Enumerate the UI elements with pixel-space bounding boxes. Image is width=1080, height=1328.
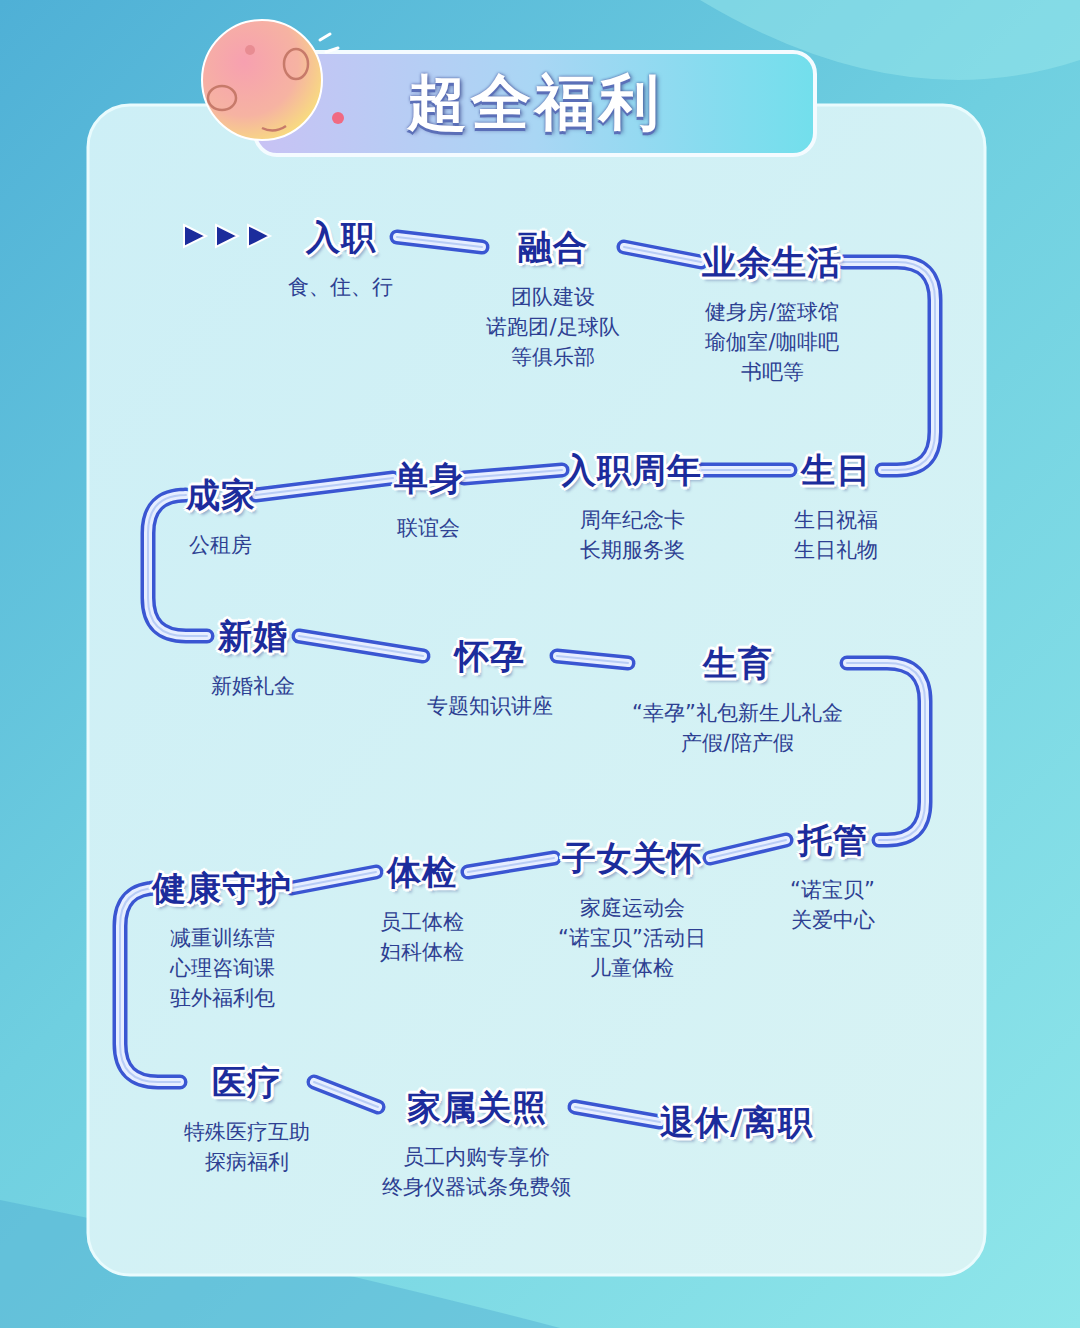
milestone-node: 单身联谊会 [393,457,464,543]
road-connector [847,663,925,840]
road-connector [624,247,701,262]
road-connector [464,470,562,478]
title-text: 超全福利 [255,52,815,155]
milestone-node: 健康守护减重训练营 心理咨询课 驻外福利包 [152,867,292,1013]
road-connector [256,478,393,495]
milestone-title: 子女关怀 [554,837,710,879]
milestone-detail: 周年纪念卡 长期服务奖 [576,505,689,565]
milestone-node: 生育 “幸孕”礼包新生儿礼金 产假/陪产假 [628,642,847,758]
milestone-title: 入职周年 [562,449,702,491]
road-connector [575,1107,660,1122]
milestone-title: 退休/离职 [660,1101,813,1143]
road-connector [120,888,180,1082]
road-connector [702,470,790,471]
milestone-node: 退休/离职 [660,1101,813,1143]
road-connector [299,636,423,656]
milestone-detail: 员工体检 妇科体检 [376,907,468,967]
milestone-detail: 食、住、行 [284,272,397,302]
milestone-title: 健康守护 [152,867,292,909]
milestone-detail: 公租房 [185,530,256,560]
milestone-node: 入职周年周年纪念卡 长期服务奖 [562,449,702,565]
milestone-title: 托管 [786,819,879,861]
milestone-title: 生育 [628,642,847,684]
milestone-node: 融合团队建设 诺跑团/足球队 等俱乐部 [482,226,624,372]
milestone-detail: 减重训练营 心理咨询课 驻外福利包 [166,923,279,1013]
road-connector [710,840,786,858]
milestone-detail: “诺宝贝” 关爱中心 [786,875,879,935]
road-connector [292,872,376,888]
milestone-detail: 生日祝福 生日礼物 [790,505,882,565]
title-banner [255,52,815,155]
milestone-node: 入职食、住、行 [284,216,397,302]
milestone-node: 托管 “诺宝贝” 关爱中心 [786,819,879,935]
milestone-title: 业余生活 [701,241,843,283]
road-connector [397,237,482,247]
milestone-title: 医疗 [180,1061,314,1103]
milestone-title: 怀孕 [423,635,557,677]
road-connector [557,656,628,663]
milestone-node: 家属关照员工内购专享价 终身仪器试条免费领 [378,1086,575,1202]
road-connector [843,262,935,470]
milestone-node: 业余生活健身房/篮球馆 瑜伽室/咖啡吧 书吧等 [701,241,843,387]
milestone-title: 成家 [185,474,256,516]
milestone-detail: 联谊会 [393,513,464,543]
milestone-node: 生日生日祝福 生日礼物 [790,449,882,565]
milestone-detail: 健身房/篮球馆 瑜伽室/咖啡吧 书吧等 [701,297,843,387]
milestone-title: 家属关照 [378,1086,575,1128]
start-arrows [184,225,270,247]
milestone-title: 体检 [376,851,468,893]
road-connector [468,858,554,872]
content-panel [88,105,985,1275]
milestone-node: 怀孕专题知识讲座 [423,635,557,721]
milestone-detail: 专题知识讲座 [423,691,557,721]
milestone-detail: “幸孕”礼包新生儿礼金 产假/陪产假 [628,698,847,758]
milestone-title: 生日 [790,449,882,491]
road-connector [148,495,207,636]
milestone-detail: 团队建设 诺跑团/足球队 等俱乐部 [482,282,624,372]
milestone-detail: 家庭运动会 “诺宝贝”活动日 儿童体检 [554,893,710,983]
milestone-detail: 员工内购专享价 终身仪器试条免费领 [378,1142,575,1202]
milestone-node: 医疗特殊医疗互助 探病福利 [180,1061,314,1177]
milestone-detail: 特殊医疗互助 探病福利 [180,1117,314,1177]
road-connector [314,1082,378,1107]
milestone-detail: 新婚礼金 [207,671,299,701]
milestone-node: 体检员工体检 妇科体检 [376,851,468,967]
milestone-title: 新婚 [207,615,299,657]
moon-illustration [202,20,344,140]
milestone-node: 子女关怀家庭运动会 “诺宝贝”活动日 儿童体检 [554,837,710,983]
milestone-title: 入职 [284,216,397,258]
milestone-title: 融合 [482,226,624,268]
milestone-node: 成家公租房 [185,474,256,560]
milestone-node: 新婚新婚礼金 [207,615,299,701]
milestone-title: 单身 [393,457,464,499]
